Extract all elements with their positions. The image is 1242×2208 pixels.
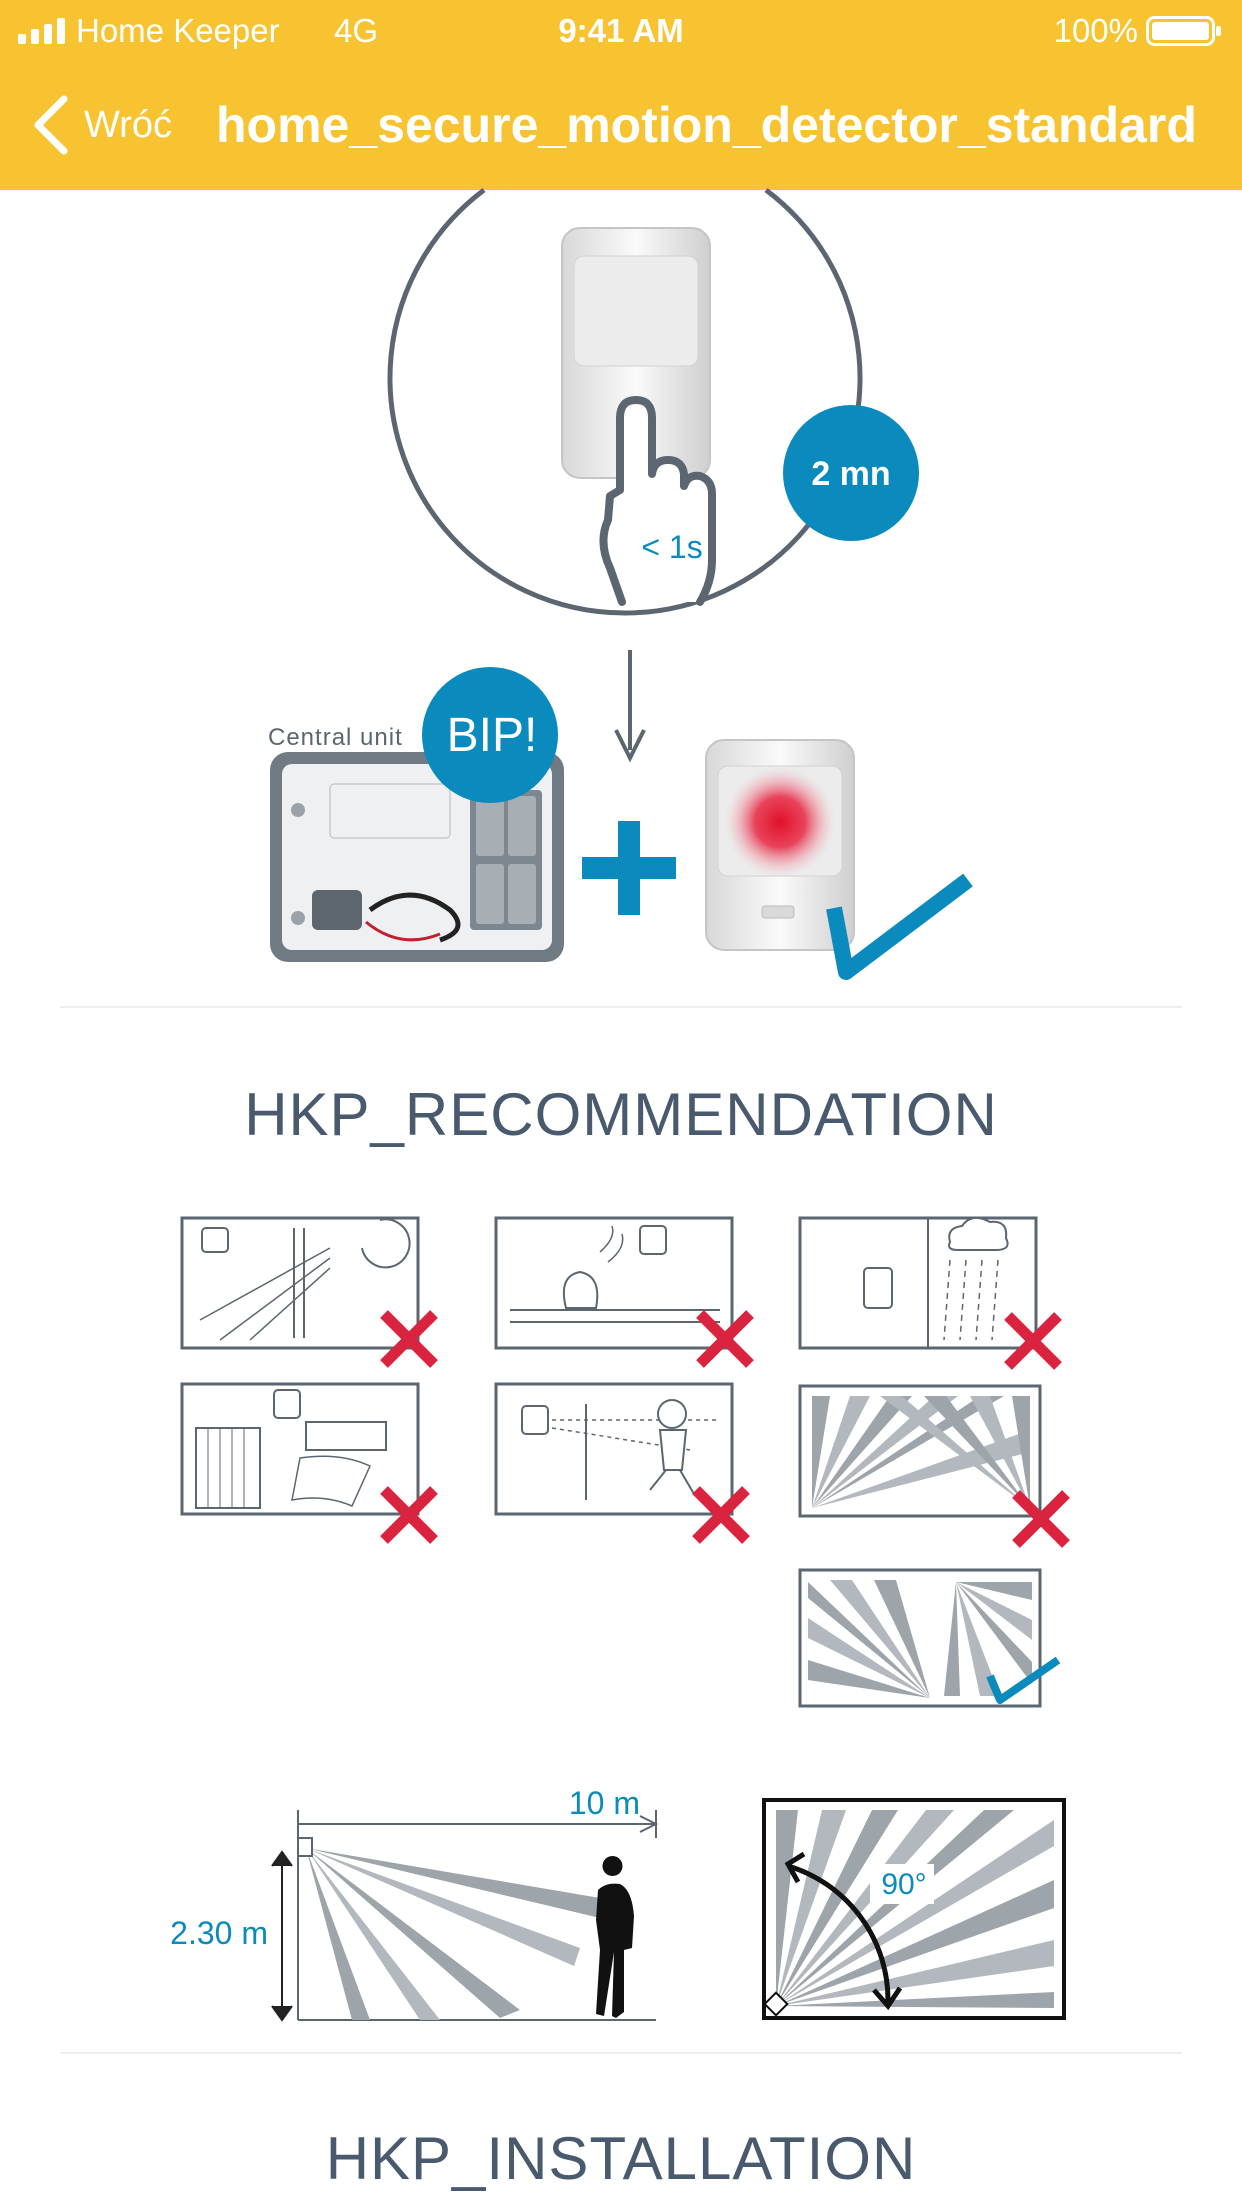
no-kitchen-steam-illustration [494, 1216, 734, 1350]
person-icon [596, 1856, 634, 2018]
installation-title: HKP_INSTALLATION [325, 2125, 917, 2192]
no-outdoor-rain-illustration [798, 1216, 1038, 1350]
page-title: home_secure_motion_detector_standard [216, 97, 1197, 153]
network-type: 4G [334, 12, 379, 49]
status-bar: Home Keeper 4G 9:41 AM 100% [0, 0, 1242, 62]
bip-label: BIP! [447, 709, 538, 762]
recommendation-title: HKP_RECOMMENDATION [244, 1081, 998, 1148]
zoom-circle [387, 188, 863, 616]
pairing-illustration: < 1s 2 mn Central unit BIP! [268, 188, 973, 980]
signal-icon [18, 18, 65, 44]
chevron-left-icon [34, 95, 68, 155]
check-icon [986, 1656, 1061, 1704]
detector-led-icon [705, 739, 855, 951]
cross-icon [380, 1310, 438, 1368]
press-duration-label: < 1s [641, 529, 702, 565]
coverage-diagram: 10 m 2.30 m 90° [170, 1785, 1066, 2022]
back-label: Wróć [84, 103, 172, 146]
hand-icon [599, 396, 716, 606]
plus-icon [582, 821, 676, 915]
header-bar: Home Keeper 4G 9:41 AM 100% Wróć home_se… [0, 0, 1242, 190]
no-facing-detectors-illustration [798, 1384, 1042, 1518]
height-label: 2.30 m [170, 1915, 268, 1951]
cross-icon [1004, 1312, 1062, 1370]
no-window-sun-illustration [180, 1216, 420, 1350]
cross-icon [696, 1310, 754, 1368]
central-unit-illustration [270, 752, 564, 962]
side-view-diagram [271, 1810, 659, 2022]
carrier-name: Home Keeper [76, 12, 280, 49]
recommendation-grid [180, 1216, 1070, 1708]
correct-placement-illustration [798, 1568, 1042, 1708]
no-heater-illustration [180, 1382, 420, 1516]
bip-badge [422, 667, 558, 803]
back-button[interactable]: Wróć [30, 92, 172, 158]
cross-icon [692, 1486, 750, 1544]
cross-icon [1012, 1490, 1070, 1548]
angle-label: 90° [881, 1868, 926, 1901]
battery-percent: 100% [1053, 12, 1138, 49]
status-time: 9:41 AM [558, 12, 684, 49]
cross-icon [380, 1486, 438, 1544]
range-label: 10 m [569, 1785, 640, 1821]
no-obstacle-illustration [494, 1382, 734, 1516]
navigation-bar: Wróć home_secure_motion_detector_standar… [0, 62, 1242, 190]
central-unit-label: Central unit [268, 724, 403, 751]
battery-icon [1146, 16, 1221, 46]
check-icon [826, 873, 973, 980]
timer-badge [783, 405, 919, 541]
divider [60, 2052, 1182, 2054]
content-area: < 1s 2 mn Central unit BIP! [0, 188, 1242, 2208]
divider [60, 1006, 1182, 1008]
top-view-diagram [762, 1798, 1066, 2020]
timer-label: 2 mn [811, 455, 890, 493]
